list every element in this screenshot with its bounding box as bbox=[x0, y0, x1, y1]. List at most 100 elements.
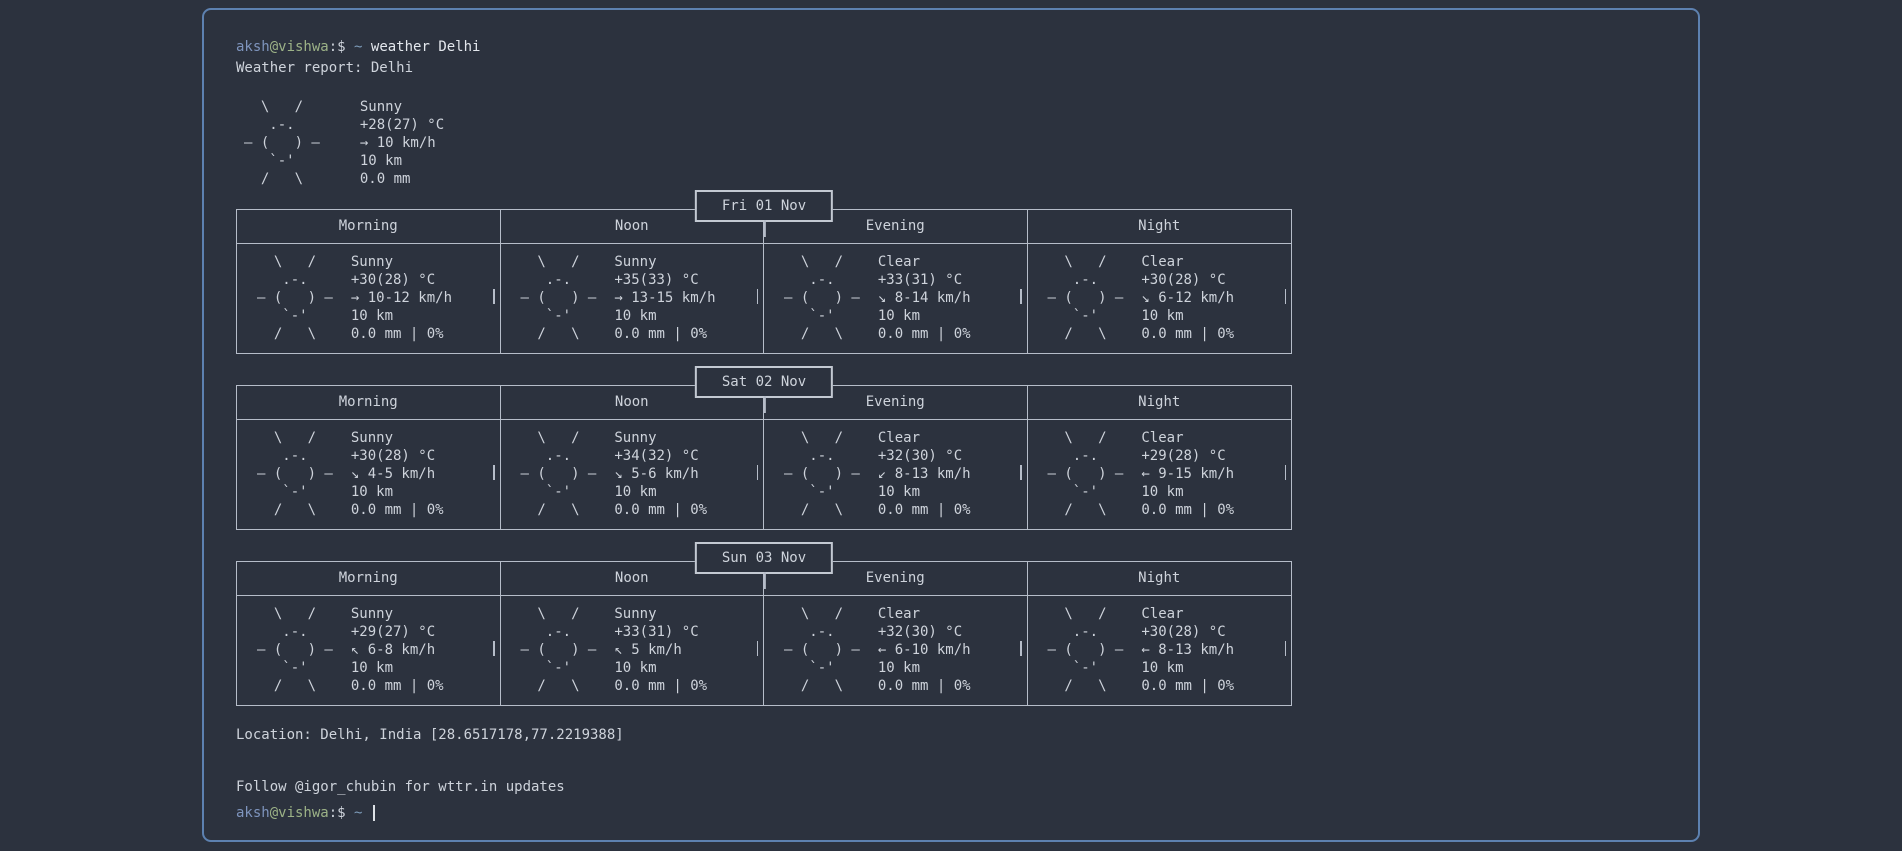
precipitation-text: 0.0 mm | 0% bbox=[350, 678, 444, 694]
weather-ascii-icon: \ / .-. ― ( ) ― `-' / \ bbox=[784, 606, 860, 694]
visibility-text: 10 km bbox=[614, 660, 657, 676]
condition-text: Clear bbox=[1141, 606, 1184, 622]
wind-text: ↘ 5-6 km/h bbox=[614, 466, 699, 482]
wind-text: ← 8-13 km/h bbox=[1141, 642, 1235, 658]
weather-ascii-icon: \ / .-. ― ( ) ― `-' / \ bbox=[244, 99, 320, 187]
weather-ascii-icon: \ / .-. ― ( ) ― `-' / \ bbox=[784, 254, 860, 342]
visibility-text: 10 km bbox=[1141, 660, 1184, 676]
visibility-text: 10 km bbox=[877, 660, 921, 676]
precipitation-text: 0.0 mm | 0% bbox=[877, 502, 971, 518]
visibility-text: 10 km bbox=[614, 308, 657, 324]
weather-ascii-icon: \ / .-. ― ( ) ― `-' / \ bbox=[520, 254, 597, 342]
condition-text: Sunny bbox=[359, 99, 403, 115]
condition-text: Clear bbox=[1141, 254, 1184, 270]
current-conditions: \ / .-. ― ( ) ― `-' / \ Sunny +28(27) °C… bbox=[244, 98, 1666, 188]
prompt-host: @vishwa bbox=[269, 39, 329, 55]
prompt-tilde: ~ bbox=[345, 805, 371, 821]
column-header-evening: Evening bbox=[764, 386, 1028, 420]
forecast-table: Morning Noon Evening Night \ / .-. ― ( )… bbox=[236, 209, 1292, 354]
column-header-evening: Evening bbox=[764, 210, 1028, 244]
visibility-text: 10 km bbox=[877, 484, 921, 500]
temperature-text: +29(28) °C bbox=[1141, 448, 1226, 464]
precipitation-text: 0.0 mm | 0% bbox=[877, 326, 971, 342]
forecast-table: Morning Noon Evening Night \ / .-. ― ( )… bbox=[236, 561, 1292, 706]
precipitation-text: 0.0 mm | 0% bbox=[614, 326, 708, 342]
forecast-cell: \ / .-. ― ( ) ― `-' / \ Clear +30(28) °C… bbox=[1028, 596, 1292, 705]
forecast-cell: \ / .-. ― ( ) ― `-' / \ Clear +32(30) °C… bbox=[764, 596, 1028, 705]
forecast-cell: \ / .-. ― ( ) ― `-' / \ Sunny +29(27) °C… bbox=[237, 596, 501, 705]
precipitation-text: 0.0 mm | 0% bbox=[1141, 326, 1235, 342]
wind-text: → 10 km/h bbox=[359, 135, 436, 151]
weather-ascii-icon: \ / .-. ― ( ) ― `-' / \ bbox=[1047, 254, 1124, 342]
prompt-symbol: :$ bbox=[328, 39, 346, 55]
forecast-cell: \ / .-. ― ( ) ― `-' / \ Clear +30(28) °C… bbox=[1028, 244, 1292, 353]
column-header-noon: Noon bbox=[500, 210, 764, 244]
prompt-user: aksh bbox=[236, 805, 270, 821]
forecast-cell: \ / .-. ― ( ) ― `-' / \ Clear +33(31) °C… bbox=[764, 244, 1028, 353]
column-header-night: Night bbox=[1027, 210, 1291, 244]
command-text: weather Delhi bbox=[370, 39, 481, 55]
temperature-text: +29(27) °C bbox=[350, 624, 436, 640]
weather-ascii-icon: \ / .-. ― ( ) ― `-' / \ bbox=[257, 606, 333, 694]
prompt-line-active[interactable]: aksh@vishwa:$ ~ bbox=[236, 804, 1666, 822]
weather-ascii-icon: \ / .-. ― ( ) ― `-' / \ bbox=[520, 430, 597, 518]
precipitation-text: 0.0 mm | 0% bbox=[350, 326, 444, 342]
prompt-symbol: :$ bbox=[328, 805, 346, 821]
wind-text: ↖ 6-8 km/h bbox=[350, 642, 436, 658]
wind-text: ↘ 4-5 km/h bbox=[350, 466, 436, 482]
visibility-text: 10 km bbox=[877, 308, 921, 324]
column-header-morning: Morning bbox=[237, 562, 501, 596]
weather-ascii-icon: \ / .-. ― ( ) ― `-' / \ bbox=[257, 430, 333, 518]
column-header-night: Night bbox=[1027, 562, 1291, 596]
prompt-host: @vishwa bbox=[269, 805, 329, 821]
weather-ascii-icon: \ / .-. ― ( ) ― `-' / \ bbox=[784, 430, 860, 518]
prompt-tilde: ~ bbox=[345, 39, 371, 55]
temperature-text: +35(33) °C bbox=[614, 272, 699, 288]
condition-text: Sunny bbox=[350, 254, 394, 270]
precipitation-text: 0.0 mm | 0% bbox=[614, 678, 708, 694]
temperature-text: +30(28) °C bbox=[350, 448, 436, 464]
precipitation-text: 0.0 mm | 0% bbox=[614, 502, 708, 518]
date-label: Sat 02 Nov bbox=[721, 374, 807, 390]
prompt-user: aksh bbox=[236, 39, 270, 55]
temperature-text: +30(28) °C bbox=[1141, 624, 1226, 640]
location-line: Location: Delhi, India [28.6517178,77.22… bbox=[236, 727, 624, 743]
text-cursor[interactable] bbox=[372, 805, 376, 821]
wind-text: ↘ 8-14 km/h bbox=[877, 290, 971, 306]
wind-text: → 10-12 km/h bbox=[350, 290, 453, 306]
weather-ascii-icon: \ / .-. ― ( ) ― `-' / \ bbox=[1047, 606, 1124, 694]
date-label: Fri 01 Nov bbox=[721, 198, 807, 214]
weather-ascii-icon: \ / .-. ― ( ) ― `-' / \ bbox=[520, 606, 597, 694]
wind-text: ← 6-10 km/h bbox=[877, 642, 971, 658]
condition-text: Sunny bbox=[350, 430, 394, 446]
column-header-noon: Noon bbox=[500, 386, 764, 420]
weather-ascii-icon: \ / .-. ― ( ) ― `-' / \ bbox=[1047, 430, 1124, 518]
condition-text: Clear bbox=[877, 430, 921, 446]
temperature-text: +33(31) °C bbox=[614, 624, 699, 640]
column-header-morning: Morning bbox=[237, 210, 501, 244]
forecast-cell: \ / .-. ― ( ) ― `-' / \ Clear +29(28) °C… bbox=[1028, 420, 1292, 529]
temperature-text: +28(27) °C bbox=[359, 117, 445, 133]
forecast-day-fri: Fri 01 Nov Morning Noon Evening Night \ … bbox=[236, 190, 1292, 354]
forecast-cell: \ / .-. ― ( ) ― `-' / \ Clear +32(30) °C… bbox=[764, 420, 1028, 529]
forecast-table: Morning Noon Evening Night \ / .-. ― ( )… bbox=[236, 385, 1292, 530]
forecast-cell: \ / .-. ― ( ) ― `-' / \ Sunny +30(28) °C… bbox=[237, 244, 501, 353]
date-box: Sat 02 Nov bbox=[694, 366, 834, 413]
forecast-cell: \ / .-. ― ( ) ― `-' / \ Sunny +35(33) °C… bbox=[501, 244, 764, 353]
condition-text: Sunny bbox=[350, 606, 394, 622]
visibility-text: 10 km bbox=[359, 153, 403, 169]
date-label: Sun 03 Nov bbox=[721, 550, 807, 566]
condition-text: Sunny bbox=[614, 254, 657, 270]
forecast-cell: \ / .-. ― ( ) ― `-' / \ Sunny +33(31) °C… bbox=[501, 596, 764, 705]
column-header-night: Night bbox=[1027, 386, 1291, 420]
temperature-text: +32(30) °C bbox=[877, 448, 963, 464]
forecast-cell: \ / .-. ― ( ) ― `-' / \ Sunny +34(32) °C… bbox=[501, 420, 764, 529]
condition-text: Sunny bbox=[614, 606, 657, 622]
wind-text: ↙ 8-13 km/h bbox=[877, 466, 971, 482]
precipitation-text: 0.0 mm | 0% bbox=[1141, 502, 1235, 518]
column-header-noon: Noon bbox=[500, 562, 764, 596]
prompt-line-history: aksh@vishwa:$ ~ weather Delhi bbox=[236, 38, 1666, 56]
wind-text: ↘ 6-12 km/h bbox=[1141, 290, 1235, 306]
precipitation-text: 0.0 mm | 0% bbox=[877, 678, 971, 694]
terminal-window[interactable]: aksh@vishwa:$ ~ weather Delhi Weather re… bbox=[202, 8, 1700, 842]
